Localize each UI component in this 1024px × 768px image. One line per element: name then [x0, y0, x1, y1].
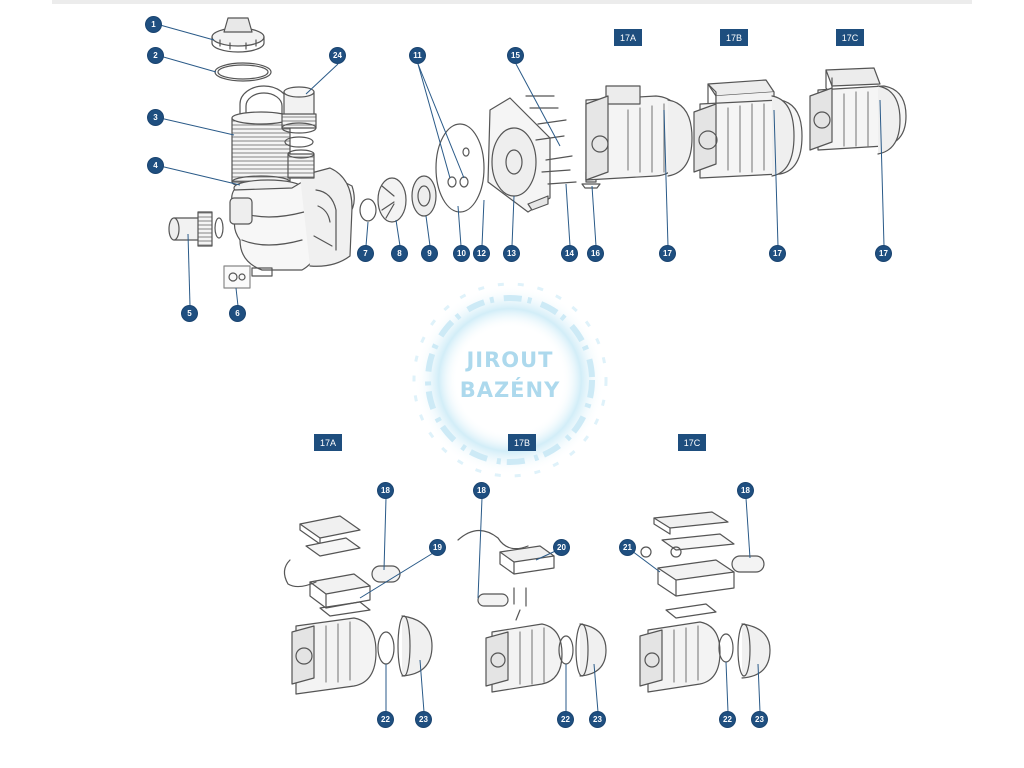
callout-15: 15: [508, 48, 523, 63]
variant-tag-17b-top: 17B: [720, 29, 748, 46]
callout-23-c: 23: [752, 712, 767, 727]
callout-8: 8: [392, 246, 407, 261]
callout-2: 2: [148, 48, 163, 63]
callout-9: 9: [422, 246, 437, 261]
callout-22-b: 22: [558, 712, 573, 727]
callout-19: 19: [430, 540, 445, 555]
callout-14: 14: [562, 246, 577, 261]
callout-18-b: 18: [474, 483, 489, 498]
callout-22-c: 22: [720, 712, 735, 727]
part-motor-17a: [585, 85, 693, 181]
watermark-line2: BAZÉNY: [459, 378, 561, 402]
part-seal-plate: [487, 97, 551, 213]
callout-23-b: 23: [590, 712, 605, 727]
callout-5: 5: [182, 306, 197, 321]
callout-16: 16: [588, 246, 603, 261]
callout-10: 10: [454, 246, 469, 261]
part-strainer-basket: [231, 85, 291, 189]
part-lid-oring: [214, 62, 272, 82]
callout-17-c: 17: [876, 246, 891, 261]
callout-17-a: 17: [660, 246, 675, 261]
part-diffuser-set: [359, 175, 437, 223]
part-terminal-box-17b: [457, 529, 607, 693]
top-divider: [52, 0, 972, 4]
variant-tag-17c-bottom: 17C: [678, 434, 706, 451]
callout-18-c: 18: [738, 483, 753, 498]
callout-12: 12: [474, 246, 489, 261]
callout-7: 7: [358, 246, 373, 261]
watermark-logo: JIROUT BAZÉNY: [420, 345, 600, 405]
part-lid: [211, 17, 265, 53]
callout-11: 11: [410, 48, 425, 63]
part-union: [168, 211, 224, 247]
callout-13: 13: [504, 246, 519, 261]
variant-tag-17b-bottom: 17B: [508, 434, 536, 451]
part-drain-plug: [223, 265, 251, 289]
part-pump-housing: [229, 149, 355, 277]
leader-lines: [159, 24, 885, 713]
variant-tag-17a-bottom: 17A: [314, 434, 342, 451]
watermark-line1: JIROUT: [466, 348, 554, 372]
callout-3: 3: [148, 110, 163, 125]
variant-tag-17c-top: 17C: [836, 29, 864, 46]
callout-21: 21: [620, 540, 635, 555]
callout-18-a: 18: [378, 483, 393, 498]
callout-22-a: 22: [378, 712, 393, 727]
callout-1: 1: [146, 17, 161, 32]
callout-6: 6: [230, 306, 245, 321]
callout-4: 4: [148, 158, 163, 173]
callout-20: 20: [554, 540, 569, 555]
part-lid-24: [281, 86, 317, 148]
callout-24: 24: [330, 48, 345, 63]
callout-17-b: 17: [770, 246, 785, 261]
callout-23-a: 23: [416, 712, 431, 727]
variant-tag-17a-top: 17A: [614, 29, 642, 46]
part-terminal-box-17c: [639, 511, 771, 693]
part-motor-17b: [693, 79, 803, 179]
part-motor-17c: [809, 67, 907, 155]
part-terminal-box-17a: [283, 515, 433, 695]
watermark-splash: [412, 282, 608, 478]
